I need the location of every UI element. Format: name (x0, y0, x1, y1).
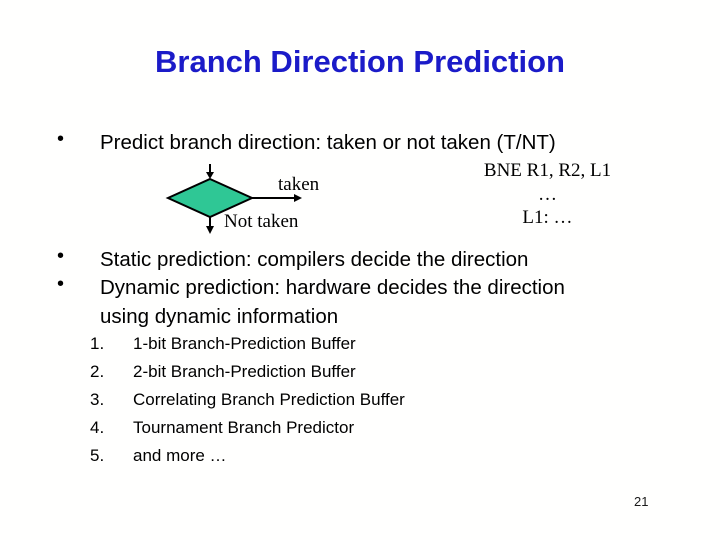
list-item: 1. 1-bit Branch-Prediction Buffer (90, 330, 405, 358)
incoming-arrowhead-icon (206, 172, 214, 179)
list-item-number: 4. (90, 418, 105, 437)
bullet-text: Predict branch direction: taken or not t… (100, 131, 556, 154)
list-item-text: 1-bit Branch-Prediction Buffer (133, 334, 356, 353)
bullet-icon: • (57, 245, 65, 267)
not-taken-label: Not taken (224, 211, 299, 232)
code-line: L1: … (522, 207, 573, 228)
branch-decision-diagram (165, 164, 302, 234)
list-item: 4. Tournament Branch Predictor (90, 414, 405, 442)
assembly-code-block: BNE R1, R2, L1 … L1: … (450, 159, 645, 230)
taken-arrowhead-icon (294, 194, 302, 202)
list-item-text: 2-bit Branch-Prediction Buffer (133, 362, 356, 381)
list-item-number: 3. (90, 390, 105, 409)
bullet-text: Dynamic prediction: hardware decides the… (100, 276, 565, 328)
taken-label: taken (278, 174, 320, 195)
list-item-text: and more … (133, 446, 227, 465)
list-item: 5. and more … (90, 442, 405, 470)
bullet-icon: • (57, 273, 65, 295)
slide-title: Branch Direction Prediction (155, 44, 565, 79)
not-taken-arrowhead-icon (206, 226, 214, 234)
list-item-text: Tournament Branch Predictor (133, 418, 355, 437)
predictor-types-list: 1. 1-bit Branch-Prediction Buffer 2. 2-bit… (90, 330, 405, 470)
list-item: 3. Correlating Branch Prediction Buffer (90, 386, 405, 414)
list-item-number: 1. (90, 334, 105, 353)
page-number: 21 (634, 494, 649, 509)
code-line: … (538, 183, 557, 205)
bullet-text: Static prediction: compilers decide the … (100, 248, 529, 271)
list-item: 2. 2-bit Branch-Prediction Buffer (90, 358, 405, 386)
list-item-number: 5. (90, 446, 105, 465)
bullet-icon: • (57, 128, 65, 150)
list-item-number: 2. (90, 362, 105, 381)
list-item-text: Correlating Branch Prediction Buffer (133, 390, 405, 409)
code-line: BNE R1, R2, L1 (483, 160, 612, 181)
